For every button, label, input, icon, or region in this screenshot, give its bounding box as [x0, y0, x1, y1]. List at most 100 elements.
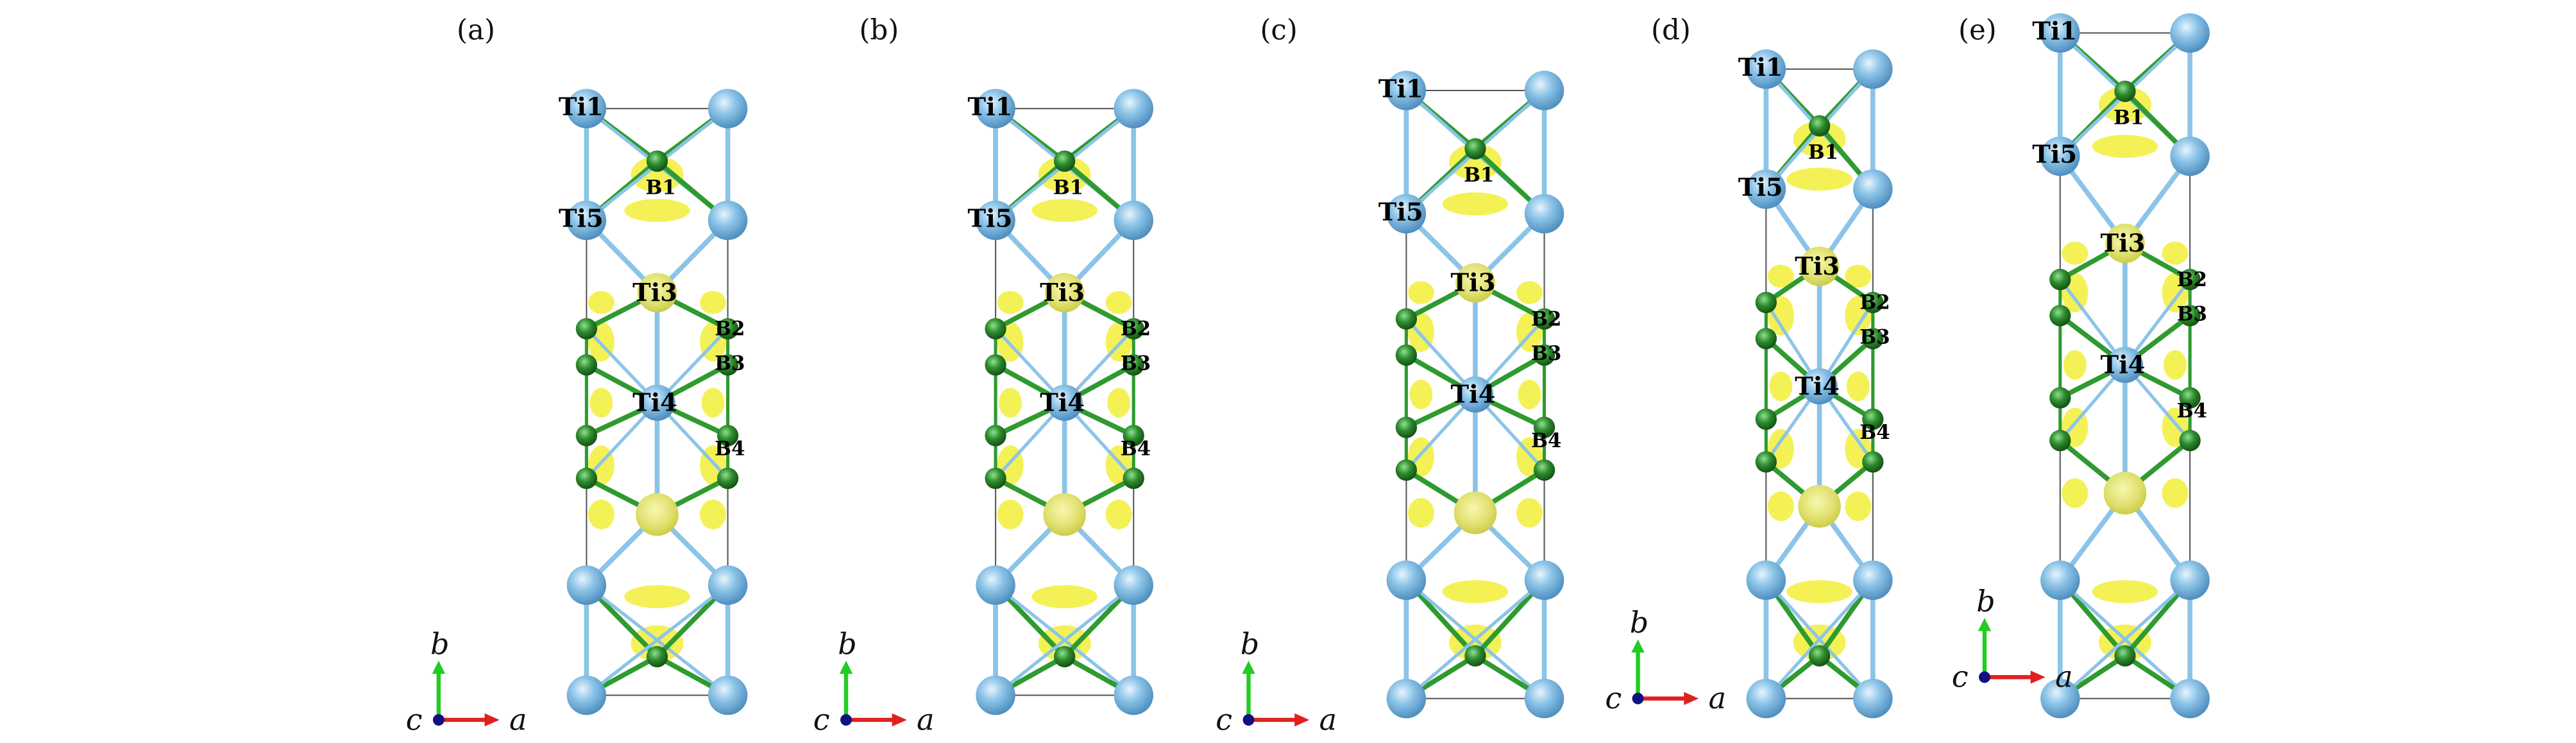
ti-atom: [1853, 560, 1893, 601]
b-atom: [2049, 305, 2071, 327]
bond: [1405, 579, 1546, 700]
atom-label-b3: B3: [1531, 342, 1561, 365]
charge-density-isosurface: [700, 499, 727, 529]
b-atom: [985, 425, 1006, 447]
b-axis-label: b: [1976, 584, 1996, 619]
atom-label-b1: B1: [1053, 176, 1083, 199]
ti-atom: [1524, 71, 1564, 110]
charge-density-isosurface: [1767, 491, 1794, 522]
ti-atom: [566, 565, 607, 605]
b-atom: [646, 645, 668, 668]
ti-atom: [639, 384, 675, 421]
charge-density-isosurface: [997, 291, 1024, 314]
charge-density-isosurface: [1518, 379, 1541, 409]
ti-atom: [1455, 262, 1495, 303]
b-atom: [1533, 308, 1555, 330]
a-axis-label: a: [1319, 702, 1337, 737]
b-atom: [1395, 344, 1418, 366]
ti-atom: [566, 675, 607, 715]
c-axis-label: c: [1952, 660, 1969, 694]
panel-label: (d): [1651, 15, 1691, 47]
ti-atom: [1114, 200, 1153, 241]
b-atom: [2179, 429, 2201, 452]
ti-atom: [2040, 560, 2080, 601]
atom-label-ti1: Ti1: [2032, 17, 2077, 46]
charge-density-isosurface: [700, 291, 727, 314]
ti-atom: [1524, 678, 1564, 719]
b-atom: [985, 318, 1006, 340]
atom-label-ti5: Ti5: [968, 205, 1013, 234]
b-atom: [575, 425, 598, 447]
charge-density-isosurface: [2092, 580, 2158, 604]
a-axis-arrowhead: [1294, 713, 1310, 727]
charge-density-isosurface: [1449, 144, 1502, 180]
ti-atom: [1453, 491, 1497, 534]
a-axis-label: a: [917, 702, 934, 737]
atom-label-ti1: Ti1: [968, 92, 1013, 121]
b-atom: [1464, 645, 1486, 667]
b-atom: [1533, 416, 1555, 438]
bond: [1765, 579, 1874, 700]
b-atom: [2179, 305, 2201, 327]
charge-density-isosurface: [999, 388, 1022, 418]
charge-density-isosurface: [1846, 372, 1870, 402]
b-axis-arrowhead: [1631, 639, 1645, 653]
atom-label-b2: B2: [1531, 307, 1561, 330]
charge-density-isosurface: [588, 291, 614, 314]
a-axis-arrowhead: [484, 713, 500, 727]
ti-atom: [708, 200, 748, 241]
atom-label-ti1: Ti1: [1738, 53, 1783, 82]
c-axis-dot: [840, 714, 852, 726]
atom-label-ti5: Ti5: [1738, 173, 1783, 202]
c-axis-dot: [1978, 671, 1990, 683]
atom-label-b2: B2: [715, 318, 745, 341]
b-atom: [1533, 344, 1555, 366]
charge-density-isosurface: [701, 388, 725, 418]
atom-label-b4: B4: [1860, 421, 1890, 444]
charge-density-isosurface: [624, 585, 690, 608]
b-atom: [1755, 291, 1777, 314]
b-axis-arrowhead: [432, 660, 446, 674]
b-atom: [1862, 291, 1884, 314]
ti-atom: [566, 200, 607, 241]
atom-label-ti3: Ti3: [632, 278, 677, 307]
ti-atom: [1044, 273, 1085, 312]
b-atom: [1862, 451, 1884, 473]
b-atom: [575, 354, 598, 376]
atom-label-b3: B3: [2177, 303, 2207, 326]
panel-label: (e): [1958, 15, 1997, 47]
b-atom: [575, 318, 598, 340]
b-atom: [575, 467, 598, 490]
charge-density-isosurface: [1038, 156, 1091, 192]
ti-atom: [2040, 678, 2080, 719]
ti-atom: [1746, 49, 1786, 89]
c-axis-label: c: [1605, 681, 1622, 715]
b-atom: [1123, 425, 1144, 447]
atom-label-ti4: Ti4: [1795, 372, 1840, 401]
ti-atom: [1114, 565, 1153, 605]
atom-label-b4: B4: [2177, 400, 2207, 423]
charge-density-isosurface: [1769, 372, 1793, 402]
b-atom: [646, 150, 668, 172]
a-axis-arrowhead: [1684, 692, 1699, 705]
atom-label-ti3: Ti3: [2101, 229, 2146, 258]
a-axis-label: a: [2055, 660, 2072, 694]
atom-label-ti4: Ti4: [632, 388, 677, 417]
atom-label-b4: B4: [1531, 429, 1561, 452]
b-axis-arrowhead: [839, 660, 853, 674]
charge-density-isosurface: [2092, 135, 2158, 158]
b-atom: [1862, 328, 1884, 350]
b-atom: [2179, 387, 2201, 409]
ti-atom: [1799, 246, 1840, 286]
atom-label-b3: B3: [715, 352, 745, 375]
ti-atom: [976, 675, 1015, 715]
ti-atom: [2105, 223, 2145, 263]
ti-atom: [1853, 678, 1893, 719]
b-atom: [1533, 459, 1555, 481]
atom-label-b4: B4: [715, 438, 745, 461]
ti-atom: [1386, 71, 1427, 110]
atom-label-ti5: Ti5: [559, 205, 604, 234]
